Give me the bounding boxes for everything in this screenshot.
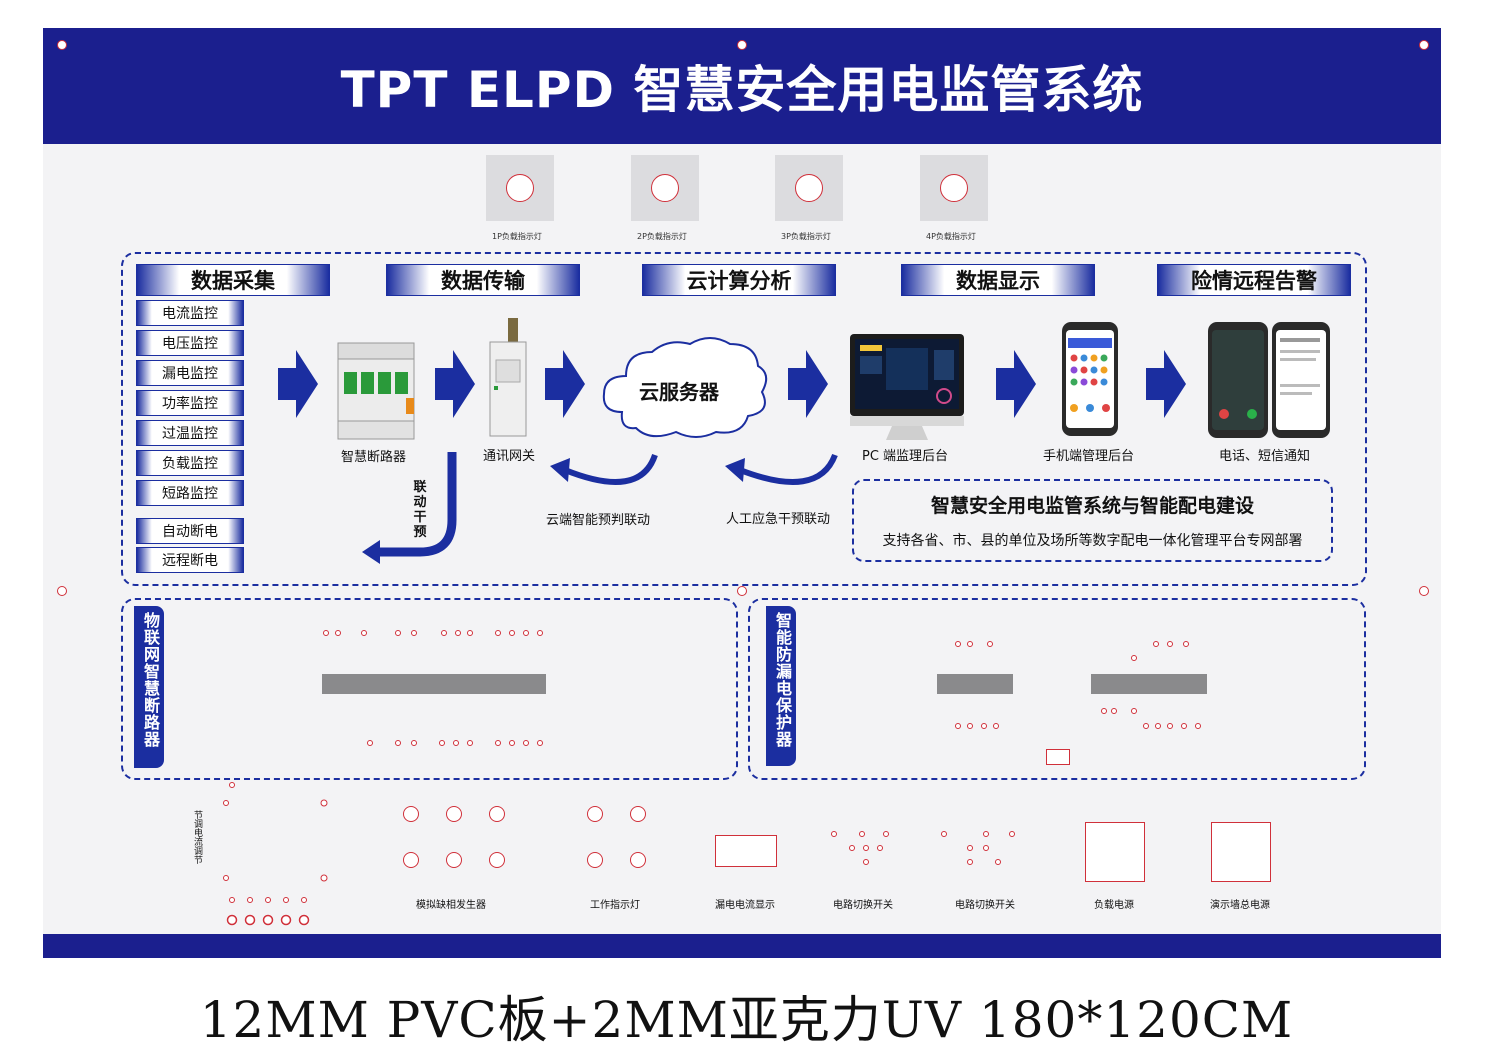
leak-protector-panel [748, 598, 1366, 780]
monitor-item: 电流监控 [136, 300, 244, 326]
sms-phone-icon [1272, 322, 1330, 438]
phone-sms-label: 电话、短信通知 [1219, 449, 1311, 464]
spec-caption: 12MM PVC板+2MM亚克力UV 180*120CM [199, 991, 1294, 1049]
footer-bar [43, 934, 1441, 958]
board-background [43, 28, 1441, 958]
iot-breaker-panel [121, 598, 738, 780]
switch-label: 电路切换开关 [833, 900, 893, 911]
info-box-subtitle: 支持各省、市、县的单位及场所等数字配电一体化管理平台专网部署 [882, 533, 1303, 549]
mounting-hole [737, 586, 747, 596]
phase-a-indicator[interactable] [403, 806, 419, 822]
mounting-hole [737, 40, 747, 50]
mobile-label: 手机端管理后台 [1043, 449, 1135, 464]
indicator-lamp-4p[interactable] [920, 155, 988, 221]
section-data-collection: 数据采集 [136, 264, 330, 296]
gateway-label: 通讯网关 [483, 449, 536, 464]
control-item: 自动断电 [136, 518, 244, 544]
control-item: 远程断电 [136, 547, 244, 573]
phase-b-indicator[interactable] [446, 806, 462, 822]
mounting-hole [57, 40, 67, 50]
indicator-label: 1P负载指示灯 [492, 232, 542, 241]
phase-gen-label: 模拟缺相发生器 [416, 900, 486, 911]
leak-display-label: 漏电电流显示 [715, 900, 775, 911]
gateway-icon [489, 318, 527, 437]
return-arrow-icon [378, 452, 457, 557]
leak-protector-title: 智能防漏电保护器 [773, 612, 792, 748]
manual-linkage-label: 联动干预 [413, 480, 427, 540]
iot-breaker-title: 物联网智慧断路器 [141, 612, 160, 748]
work-lamp[interactable] [630, 852, 646, 868]
phase-c-switch[interactable] [489, 852, 505, 868]
leak-current-display [715, 835, 777, 867]
monitor-item: 短路监控 [136, 480, 244, 506]
load-power-label: 负载电源 [1094, 900, 1134, 911]
mounting-hole [57, 586, 67, 596]
info-box [852, 479, 1333, 562]
switch-label: 电路切换开关 [955, 900, 1015, 911]
protector-mount-rail [1091, 674, 1207, 694]
indicator-lamp-2p[interactable] [631, 155, 699, 221]
flow-panel [121, 252, 1367, 586]
call-phone-icon [1208, 322, 1268, 438]
phase-b-switch[interactable] [446, 852, 462, 868]
curved-arrow-icon [738, 453, 838, 485]
indicator-label: 2P负载指示灯 [637, 232, 687, 241]
breaker-mount-rail [322, 674, 546, 694]
load-power-socket[interactable] [1085, 822, 1145, 882]
phase-c-indicator[interactable] [489, 806, 505, 822]
mounting-hole [1419, 40, 1429, 50]
pc-monitor-icon [850, 334, 964, 440]
work-lamp[interactable] [587, 852, 603, 868]
work-lamp[interactable] [587, 806, 603, 822]
pc-label: PC 端监理后台 [862, 449, 949, 464]
indicator-lamp-3p[interactable] [775, 155, 843, 221]
mobile-phone-icon [1062, 322, 1118, 436]
indicator-label: 4P负载指示灯 [926, 232, 976, 241]
info-box-title: 智慧安全用电监管系统与智能配电建设 [930, 495, 1254, 517]
monitor-item: 电压监控 [136, 330, 244, 356]
cloud-icon [602, 337, 768, 438]
breaker-label: 智慧断路器 [341, 450, 407, 465]
monitor-item: 漏电监控 [136, 360, 244, 386]
demo-power-socket[interactable] [1211, 822, 1271, 882]
phase-a-switch[interactable] [403, 852, 419, 868]
cloud-predict-label: 云端智能预判联动 [546, 513, 651, 528]
section-cloud: 云计算分析 [642, 264, 836, 296]
manual-emergency-label: 人工应急干预联动 [726, 512, 831, 527]
leak-test-window [1046, 749, 1070, 765]
breaker-icon [337, 342, 415, 440]
monitor-item: 负载监控 [136, 450, 244, 476]
section-alarm: 险情远程告警 [1157, 264, 1351, 296]
section-data-transfer: 数据传输 [386, 264, 580, 296]
monitor-item: 过温监控 [136, 420, 244, 446]
page-title: TPT ELPD 智慧安全用电监管系统 [340, 61, 1144, 119]
indicator-label: 3P负载指示灯 [781, 232, 831, 241]
section-display: 数据显示 [901, 264, 1095, 296]
cloud-server-label: 云服务器 [639, 380, 719, 404]
mounting-hole [1419, 586, 1429, 596]
protector-mount-rail [937, 674, 1013, 694]
iot-breaker-tab [134, 606, 164, 768]
leak-protector-tab [766, 606, 796, 766]
work-lamp[interactable] [630, 806, 646, 822]
work-lamp-label: 工作指示灯 [590, 900, 640, 911]
curved-arrow-icon [563, 453, 658, 485]
arrow-icon [278, 350, 1186, 418]
indicator-lamp-1p[interactable] [486, 155, 554, 221]
regulator-label: 节调电流调节 [192, 810, 202, 864]
demo-power-label: 演示墙总电源 [1210, 900, 1270, 911]
monitor-item: 功率监控 [136, 390, 244, 416]
